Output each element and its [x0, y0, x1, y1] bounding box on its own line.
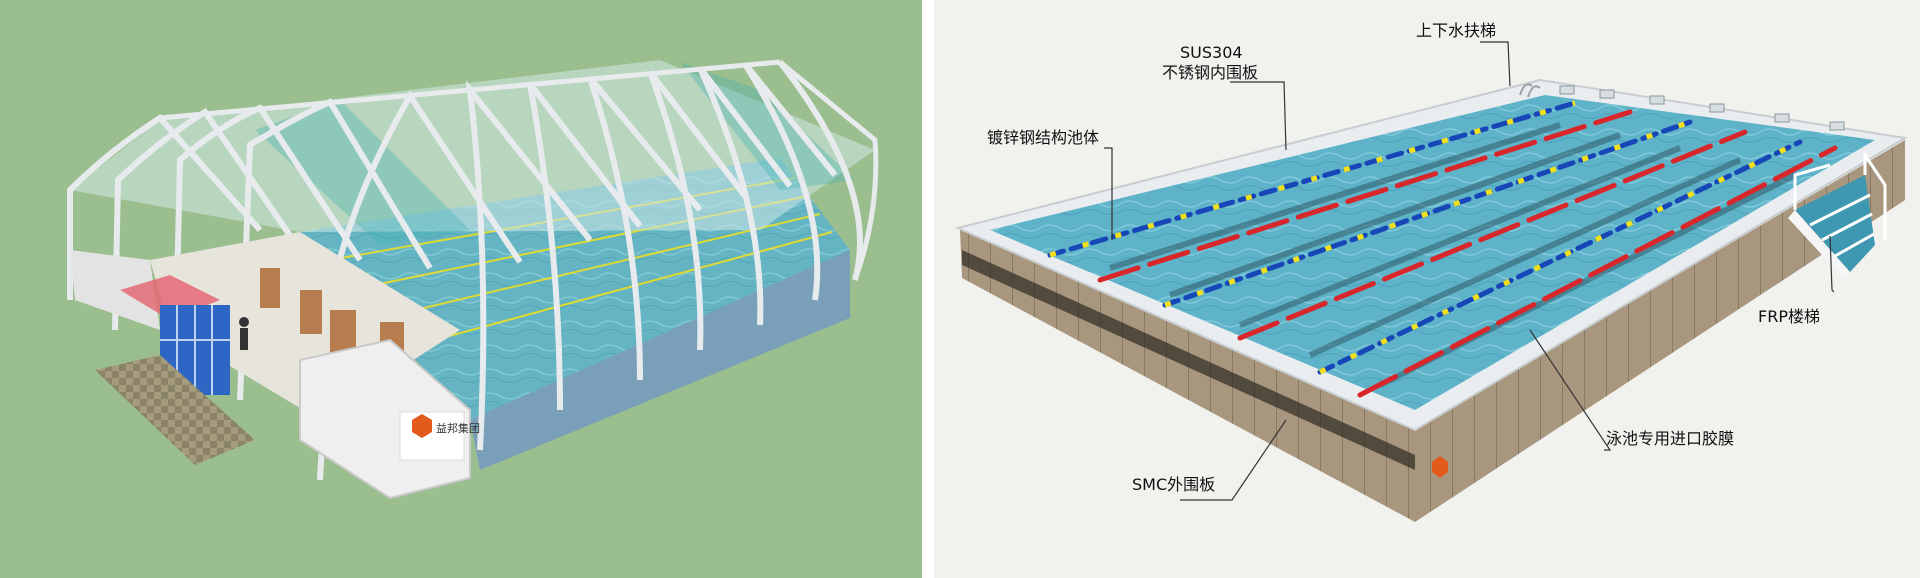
- callout-galvanized: 镀锌钢结构池体: [987, 128, 1099, 147]
- leader-ladder: [1480, 41, 1511, 87]
- pool-floor-markings: [1109, 122, 1797, 388]
- callout-smc: SMC外围板: [1132, 475, 1215, 494]
- enclosure-side-glass: [470, 250, 850, 470]
- enclosure-roof-tint: [255, 100, 470, 245]
- leader-frp: [1829, 235, 1835, 293]
- logo-text: 益邦集团: [436, 421, 480, 435]
- lane-rope-yellow-segments: [1049, 100, 1802, 375]
- starting-block: [1649, 95, 1665, 105]
- pool-logo-hexagon-icon: [1432, 456, 1448, 478]
- enclosure-ridge: [159, 59, 781, 121]
- pool-water: [990, 95, 1875, 410]
- leader-sus304: [1230, 81, 1287, 151]
- callout-frp: FRP楼梯: [1758, 307, 1820, 326]
- leader-galvanized: [1104, 147, 1113, 240]
- starting-block: [1774, 113, 1790, 123]
- panel-divider: [922, 0, 934, 578]
- starting-block: [1559, 85, 1575, 95]
- lane-rope: [1237, 129, 1748, 341]
- enclosure-logo: 益邦集团: [399, 411, 480, 461]
- callout-ladder: 上下水扶梯: [1416, 21, 1496, 40]
- leader-smc: [1180, 419, 1287, 501]
- callout-sus304-line2: 不锈钢内围板: [1162, 63, 1258, 82]
- starting-blocks: [1559, 85, 1845, 131]
- starting-block: [1599, 89, 1615, 99]
- leader-membrane: [1529, 329, 1612, 451]
- person-figure: [239, 317, 249, 350]
- changing-rooms-left-wall: [70, 250, 160, 330]
- pool-ladder: [1519, 83, 1541, 98]
- logo-hexagon-icon: [412, 414, 432, 438]
- frp-stairs: [1788, 150, 1887, 280]
- enclosure-panel: 益邦集团: [0, 0, 922, 578]
- callout-membrane: 泳池专用进口胶膜: [1606, 429, 1734, 448]
- pool-right-wall: [1415, 140, 1905, 522]
- starting-block: [1709, 103, 1725, 113]
- entrance-floor-mat: [95, 355, 255, 465]
- pool-panel: SUS304 不锈钢内围板 上下水扶梯 镀锌钢结构池体 FRP楼梯 泳池专用进口…: [934, 0, 1920, 578]
- lane-rope: [1097, 109, 1633, 283]
- callout-leaders: [1104, 41, 1835, 501]
- starting-block: [1829, 121, 1845, 131]
- enclosure-ridge-far: [778, 60, 879, 281]
- lane-rope: [1357, 145, 1838, 398]
- callout-sus304-line1: SUS304: [1180, 43, 1243, 62]
- pool-wall-band: [962, 250, 1415, 470]
- enclosure-roof-tint-far: [680, 62, 855, 190]
